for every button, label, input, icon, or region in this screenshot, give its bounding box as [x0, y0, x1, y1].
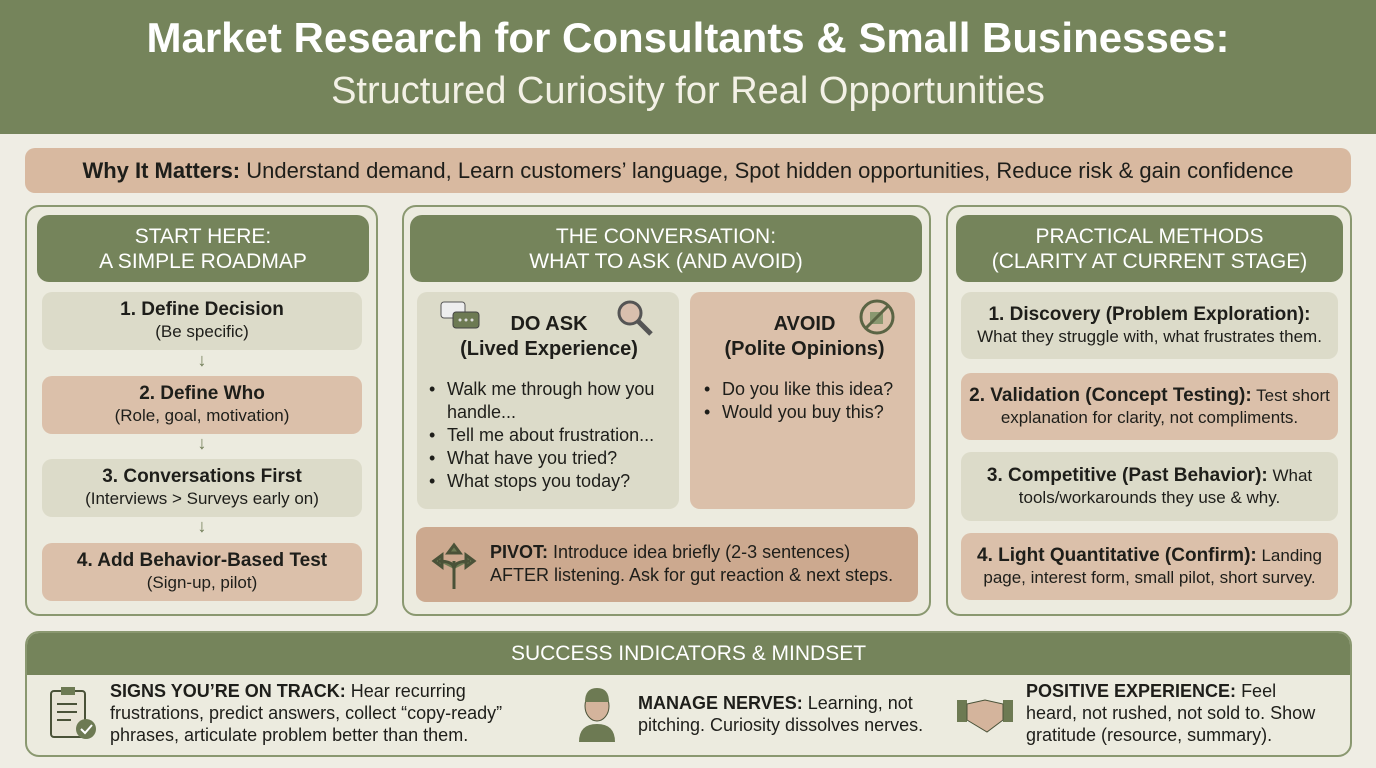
step-sub: (Sign-up, pilot) — [146, 573, 258, 592]
roadmap-step: 4. Add Behavior-Based Test (Sign-up, pilo… — [42, 543, 362, 601]
roadmap-title-1: START HERE: — [134, 224, 272, 248]
list-item: What have you tried? — [427, 447, 671, 470]
chat-bubbles-icon — [440, 301, 480, 329]
page-title: Market Research for Consultants & Small … — [146, 14, 1230, 61]
avoid-box: AVOID (Polite Opinions) Do you like this… — [690, 292, 915, 509]
item-text: Feel heard, not rushed, not sold to. Sho… — [1026, 681, 1316, 745]
method-text: What tools/workarounds they use & why. — [1018, 465, 1313, 507]
list-item: Walk me through how you handle... — [427, 378, 671, 424]
list-item: What stops you today? — [427, 470, 671, 493]
item-label: POSITIVE EXPERIENCE: — [1026, 681, 1237, 701]
method-item: 1. Discovery (Problem Exploration): What… — [961, 292, 1338, 359]
method-item: 4. Light Quantitative (Confirm): Landing… — [961, 533, 1338, 600]
avoid-subtitle: (Polite Opinions) — [724, 338, 885, 360]
conversation-header: THE CONVERSATION: WHAT TO ASK (AND AVOID… — [410, 215, 922, 282]
roadmap-header: START HERE: A SIMPLE ROADMAP — [37, 215, 369, 282]
item-label: MANAGE NERVES: — [638, 693, 803, 713]
do-ask-subtitle: (Lived Experience) — [460, 338, 638, 360]
do-ask-list: Walk me through how you handle... Tell m… — [427, 378, 671, 493]
conversation-title-2: WHAT TO ASK (AND AVOID) — [529, 249, 803, 273]
avoid-title: AVOID — [773, 313, 836, 335]
avoid-list: Do you like this idea? Would you buy thi… — [702, 378, 907, 424]
do-ask-title: DO ASK — [510, 313, 588, 335]
roadmap-step: 3. Conversations First (Interviews > Surv… — [42, 459, 362, 517]
conversation-title-1: THE CONVERSATION: — [555, 224, 777, 248]
pivot-box: PIVOT: Introduce idea briefly (2-3 sente… — [416, 527, 918, 602]
step-title: 1. Define Decision — [120, 299, 284, 320]
why-it-matters-banner: Why It Matters: Understand demand, Learn… — [25, 148, 1351, 193]
step-title: 2. Define Who — [139, 383, 265, 404]
list-item: Would you buy this? — [702, 401, 907, 424]
clipboard-check-icon — [50, 687, 96, 739]
do-ask-box: DO ASK (Lived Experience) Walk me throug… — [417, 292, 679, 509]
item-text: Hear recurring frustrations, predict ans… — [110, 681, 503, 745]
success-header: SUCCESS INDICATORS & MINDSET — [27, 633, 1350, 675]
step-sub: (Interviews > Surveys early on) — [85, 489, 319, 508]
why-text: Understand demand, Learn customers’ lang… — [240, 157, 1294, 183]
split-arrow-icon — [431, 542, 477, 589]
header: Market Research for Consultants & Small … — [0, 0, 1376, 134]
no-thumbs-up-icon — [859, 299, 895, 335]
methods-title-2: (CLARITY AT CURRENT STAGE) — [991, 249, 1308, 273]
handshake-icon — [957, 699, 1013, 733]
success-item-nerves: MANAGE NERVES: Learning, not pitching. C… — [638, 692, 948, 736]
method-text: Test short explanation for clarity, not … — [1000, 385, 1330, 427]
person-icon — [579, 688, 615, 742]
method-text: What they struggle with, what frustrates… — [977, 326, 1322, 346]
method-item: 2. Validation (Concept Testing): Test sh… — [961, 373, 1338, 440]
step-title: 3. Conversations First — [102, 466, 302, 487]
methods-header: PRACTICAL METHODS (CLARITY AT CURRENT ST… — [956, 215, 1343, 282]
magnifier-icon — [617, 300, 653, 336]
method-label: 4. Light Quantitative (Confirm): — [977, 544, 1257, 566]
method-text: Landing page, interest form, small pilot… — [983, 545, 1322, 587]
method-label: 1. Discovery (Problem Exploration): — [988, 303, 1311, 325]
success-item-positive: POSITIVE EXPERIENCE: Feel heard, not rus… — [1026, 680, 1326, 746]
pivot-label: PIVOT: — [490, 542, 549, 562]
method-label: 2. Validation (Concept Testing): — [969, 384, 1252, 406]
pivot-text: Introduce idea briefly (2-3 sentences) A… — [490, 542, 894, 585]
roadmap-step: 1. Define Decision (Be specific) — [42, 292, 362, 350]
success-item-on-track: SIGNS YOU’RE ON TRACK: Hear recurring fr… — [110, 680, 530, 746]
success-panel: SUCCESS INDICATORS & MINDSET — [25, 631, 1352, 757]
roadmap-step: 2. Define Who (Role, goal, motivation) — [42, 376, 362, 434]
arrow-down-icon: ↓ — [197, 516, 207, 536]
step-sub: (Be specific) — [155, 322, 249, 341]
method-label: 3. Competitive (Past Behavior): — [986, 464, 1268, 486]
item-text: Learning, not pitching. Curiosity dissol… — [638, 693, 924, 735]
page-subtitle: Structured Curiosity for Real Opportunit… — [331, 70, 1045, 112]
roadmap-title-2: A SIMPLE ROADMAP — [99, 249, 307, 273]
list-item: Tell me about frustration... — [427, 424, 671, 447]
step-title: 4. Add Behavior-Based Test — [76, 550, 328, 571]
arrow-down-icon: ↓ — [197, 350, 207, 370]
item-label: SIGNS YOU’RE ON TRACK: — [110, 681, 346, 701]
list-item: Do you like this idea? — [702, 378, 907, 401]
method-item: 3. Competitive (Past Behavior): What too… — [961, 452, 1338, 521]
arrow-down-icon: ↓ — [197, 433, 207, 453]
methods-title-1: PRACTICAL METHODS — [1035, 224, 1264, 248]
why-label: Why It Matters: — [82, 157, 241, 183]
step-sub: (Role, goal, motivation) — [114, 406, 290, 425]
